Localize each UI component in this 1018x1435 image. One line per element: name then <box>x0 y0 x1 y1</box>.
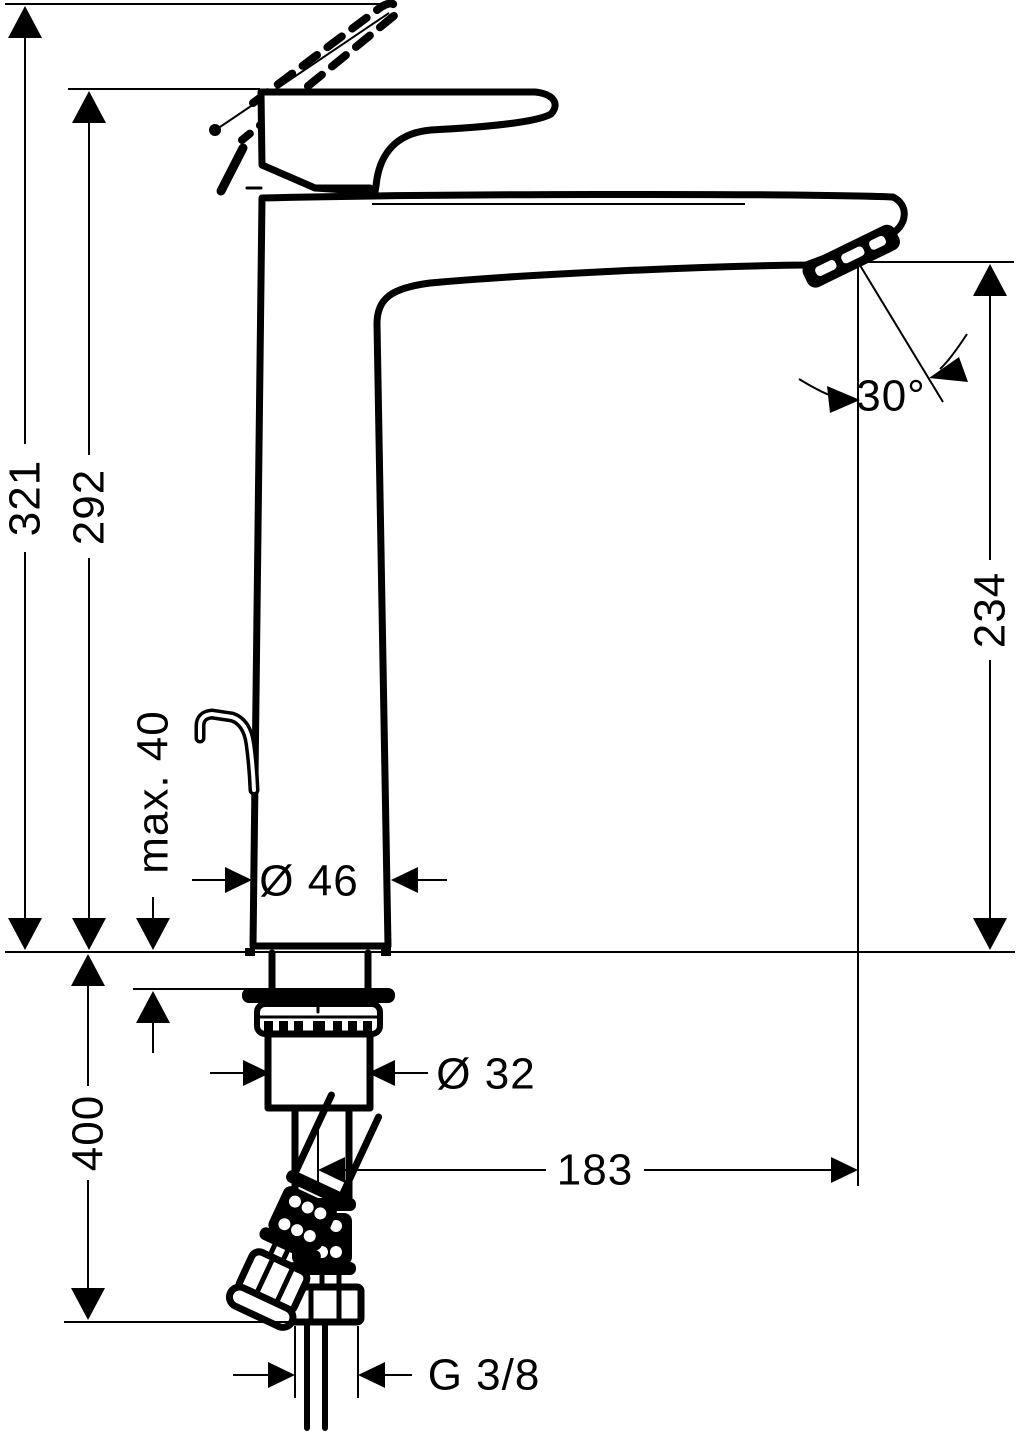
dim-handle-height: 292 <box>65 91 114 950</box>
pull-rod <box>194 708 260 796</box>
handle-lever <box>216 88 559 196</box>
dim-thread-size: G 3/8 <box>233 1326 541 1400</box>
dim-tap-hole-diameter: Ø 32 <box>210 1050 535 1099</box>
washer-flange <box>242 988 395 1003</box>
handle-pivot-dot <box>209 124 221 136</box>
supply-hose-right <box>225 1091 383 1331</box>
faucet-body-and-spout <box>249 190 908 950</box>
dim-body-diameter: Ø 46 <box>192 857 447 906</box>
serrated-washer <box>254 999 383 1037</box>
dim-total-height: 321 <box>1 6 50 950</box>
dim-label-total-height: 321 <box>1 460 50 536</box>
dim-label-outlet-reach: 183 <box>557 1146 633 1195</box>
handle-raised-centerline <box>216 12 390 130</box>
dim-outlet-reach: 183 <box>317 1128 858 1195</box>
dim-label-hose-length: 400 <box>64 1095 113 1171</box>
aerator <box>802 224 900 288</box>
dim-label-thread-size: G 3/8 <box>428 1351 541 1400</box>
dim-spout-angle: 30° <box>798 261 1014 1186</box>
base-foot-right <box>381 948 391 956</box>
base-foot-left <box>245 948 255 956</box>
mounting-nut <box>264 1030 374 1112</box>
dim-max-deck-thickness: max. 40 <box>129 710 250 1053</box>
dim-label-tap-hole-diameter: Ø 32 <box>436 1050 535 1099</box>
handle-grip-tail <box>216 143 248 196</box>
dim-label-outlet-height: 234 <box>966 572 1015 648</box>
dim-label-max-deck-thickness: max. 40 <box>129 710 178 874</box>
mounting-assembly <box>242 948 395 1112</box>
dim-label-body-diameter: Ø 46 <box>259 857 358 906</box>
threaded-shank <box>268 949 372 992</box>
hose-tail <box>304 1319 328 1431</box>
dim-outlet-height: 234 <box>966 264 1015 950</box>
dim-label-handle-height: 292 <box>65 469 114 545</box>
dim-hose-length: 400 <box>64 954 297 1323</box>
dim-label-spout-angle: 30° <box>856 372 926 421</box>
